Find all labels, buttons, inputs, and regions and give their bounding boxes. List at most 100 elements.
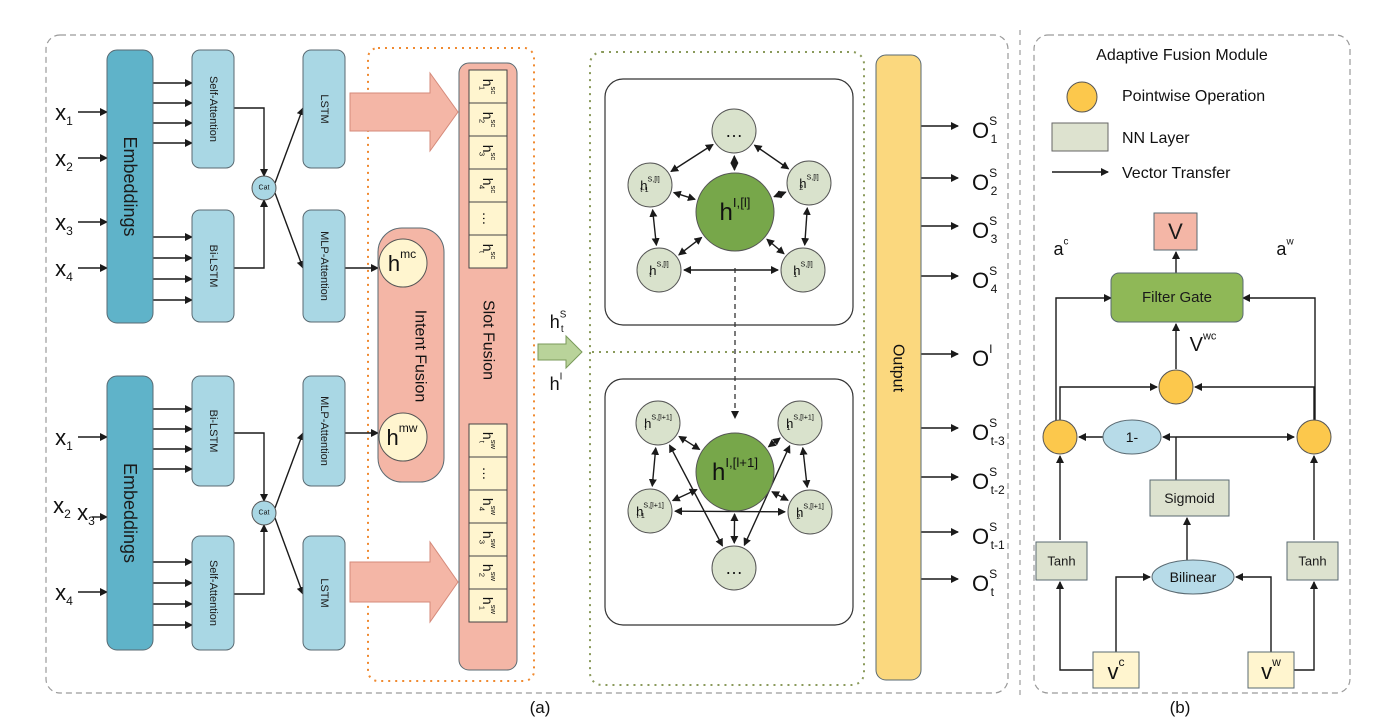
graph-top-edge-center [773,190,787,199]
vw-to-tanh [1294,581,1318,671]
bottom-input-2: x2 [53,493,71,521]
slot-cell-top [468,102,508,137]
top-input-4-sub: 4 [66,270,73,284]
bottom-cat-label: Cat [259,510,270,517]
tanh-right-label: Tanh [1298,554,1326,569]
bottom-cat-node [251,500,277,526]
slot-cell-bottom-label-base: h [480,564,496,572]
top-cat-to-mlp [274,192,305,269]
slot-cell-bottom-label-sub: 1 [478,606,487,610]
tanh-left-box [1035,541,1088,581]
graph-bottom-node [787,489,833,535]
bottom-bilstm-to-cat [234,432,268,502]
output-item-base: O [972,170,989,195]
slot-cell-bottom-label-sup: sw [489,539,498,549]
output-item-base: O [972,268,989,293]
slot-cell-bottom [468,489,508,524]
graph-bottom-node-label: hS,[l+1]2 [796,503,824,522]
v-w-box [1247,651,1295,689]
output-item-base: O [972,420,989,445]
slot-cell-top-label-sup: sc [489,87,498,95]
slot-cell-bottom-label-base: … [480,467,496,481]
output-item-sub: 2 [991,184,998,198]
top-bilstm-label: Bi-LSTM [207,245,219,288]
graph-bottom-node [635,400,681,446]
bottom-self-attention-box [191,535,235,651]
slot-cell-bottom-label: hsw2 [478,564,498,582]
output-item: OI [972,342,993,371]
slot-cell-top [468,168,508,203]
graph-top-node-label: hS,[l]t [649,261,669,280]
bottom-bilstm-box [191,375,235,487]
output-item-sub: 3 [991,232,998,246]
slot-cell-bottom-label: hswt [478,432,498,450]
panel-b-frame [1033,34,1351,694]
v-w-label-sup: w [1271,655,1281,669]
one-minus-node [1102,419,1162,455]
graph-bottom-edge-center [671,488,698,502]
top-embeddings-box [106,49,154,324]
graph-top-node [636,247,682,293]
intent-h-mc-node [378,238,428,288]
graph-bottom-node-label-sub: t [645,424,647,432]
mul-right-to-sum [1194,383,1315,420]
label-v-wc: Vwc [1190,331,1217,356]
slot-cell-bottom-label-sub: 2 [478,573,487,577]
graph-top-edge-center [678,236,703,256]
slot-cell-top [468,201,508,236]
graph-top-node-label: hS,[l]1 [793,261,813,280]
transfer-arrow [537,334,583,370]
label-v-wc-base: V [1190,334,1204,356]
graph-top-center-label-sup: I,[l] [733,194,751,209]
tanh-left-label: Tanh [1047,554,1075,569]
graph-bottom-edge [673,507,787,516]
top-mlp-attention-label: MLP-Attention [318,231,330,301]
one-minus-label: 1- [1126,429,1139,445]
top-input-4-base: x [55,256,66,281]
graph-bottom-node-label-sup: S,[l+1] [643,502,663,510]
slot-cell-top-label-sup: sc [489,252,498,260]
slot-cell-top-label-sub: 3 [478,152,487,156]
output-item-sup: S [989,264,997,278]
v-w-label-base: v [1261,659,1272,684]
graph-top-node-label-sup: S,[l] [656,261,668,269]
top-mlp-attention-box [302,209,346,323]
graph-top-center-label-base: h [720,199,733,226]
output-item-sup: S [989,114,997,128]
graph-top-node-label-sub: 2 [799,184,803,192]
label-a-w-base: a [1276,239,1287,259]
slot-cell-top-label-base: h [480,178,496,186]
bottom-input-4-base: x [55,580,66,605]
slot-cell-top-label: hsc1 [478,79,498,95]
top-cat-label: Cat [259,185,270,192]
output-item-sup: S [989,416,997,430]
graph-top-edge [670,143,714,173]
graph-top-edge [801,206,811,247]
graph-top-node-label-sup: S,[l] [647,176,659,184]
graph-top-node-label-sup: S,[l] [800,261,812,269]
transfer-hi-sup: I [560,371,563,382]
slot-cell-top-label-sup: sc [489,186,498,194]
top-cat-to-lstm [274,107,305,184]
top-input-1-base: x [55,100,66,125]
bottom-self-attention-label: Self-Attention [207,560,219,626]
graph-bottom-node-label: hS,[l+1]t-1 [636,502,664,521]
top-sa-to-cat [234,107,268,177]
slot-cell-bottom-label: … [480,467,496,481]
bottom-embeddings-label: Embeddings [120,463,140,563]
graph-top-edge [753,144,790,170]
graph-top-node [780,247,826,293]
slot-cell-top-label: … [480,212,496,226]
transfer-hts-base: h [550,312,560,332]
output-item-sub: 4 [991,282,998,296]
label-v-wc-sup: wc [1202,331,1217,343]
label-a-w-sup: w [1285,236,1294,247]
graph-top-node-label-sub: t [649,271,651,279]
output-item-sub: t [991,585,995,599]
slot-cell-top-label-base: h [480,112,496,120]
graph-top-center-node [695,172,775,252]
mul-left-to-sum [1059,383,1158,420]
graph-bottom-dots-node [711,545,757,591]
graph-top-node-label-sub: t-1 [640,186,648,194]
